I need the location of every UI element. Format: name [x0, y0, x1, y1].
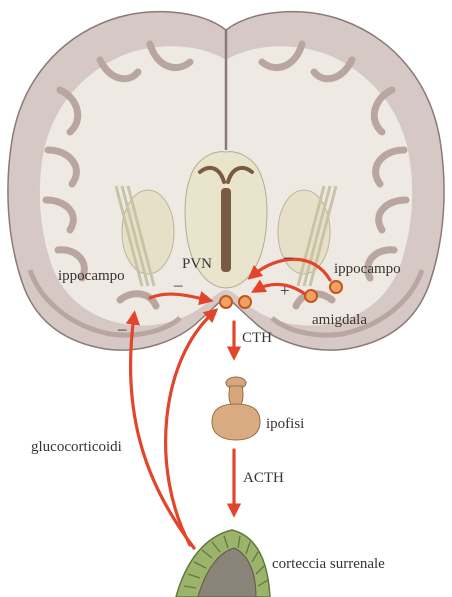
label-hippocampus-right: ippocampo: [334, 261, 401, 277]
sign-amygdala-plus: +: [280, 281, 290, 300]
adrenal-gland: [176, 530, 270, 597]
amygdala-nucleus: [305, 290, 317, 302]
label-amygdala: amigdala: [312, 312, 367, 328]
pvn-nucleus-left: [220, 296, 232, 308]
label-acth: ACTH: [243, 470, 284, 486]
label-pituitary: ipofisi: [266, 416, 304, 432]
label-adrenal-cortex: corteccia surrenale: [272, 556, 385, 572]
sign-left-lower-minus: –: [117, 319, 127, 338]
sign-left-pvn-minus: –: [173, 275, 183, 294]
label-cth: CTH: [242, 330, 272, 346]
hippocampus-nucleus: [330, 281, 342, 293]
pituitary-gland: [212, 377, 260, 440]
label-glucocorticoids: glucocorticoidi: [31, 439, 122, 455]
third-ventricle: [221, 188, 231, 272]
label-hippocampus-left: ippocampo: [58, 268, 125, 284]
arrow-glucocorticoids-to-pvn: [166, 312, 214, 545]
label-pvn: PVN: [182, 256, 212, 272]
pvn-nucleus-right: [239, 296, 251, 308]
sign-right-hippocampus-minus: –: [283, 247, 293, 266]
